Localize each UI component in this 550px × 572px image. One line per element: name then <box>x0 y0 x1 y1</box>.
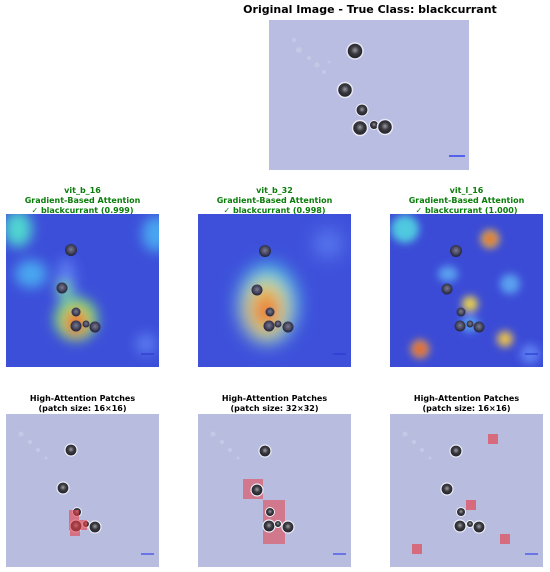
method-name: Gradient-Based Attention <box>216 196 333 205</box>
attention-title-vit-b-32: vit_b_32 Gradient-Based Attention ✓ blac… <box>197 186 352 216</box>
patches-heading: High-Attention Patches <box>221 394 328 403</box>
model-name: vit_l_16 <box>449 186 484 195</box>
method-name: Gradient-Based Attention <box>408 196 525 205</box>
model-name: vit_b_32 <box>256 186 293 195</box>
patches-image-vit-b-16 <box>6 414 159 567</box>
prediction-label: ✓ blackcurrant (1.000) <box>415 206 518 215</box>
patches-heading: High-Attention Patches <box>29 394 136 403</box>
attention-heatmap-vit-b-32 <box>198 214 351 367</box>
attention-heatmap-vit-b-16 <box>6 214 159 367</box>
model-name: vit_b_16 <box>64 186 101 195</box>
patches-title-1: High-Attention Patches (patch size: 16×1… <box>5 394 160 414</box>
patch-size-label: (patch size: 16×16) <box>38 404 127 413</box>
patch-size-label: (patch size: 32×32) <box>230 404 319 413</box>
patches-image-vit-l-16 <box>390 414 543 567</box>
prediction-label: ✓ blackcurrant (0.998) <box>223 206 326 215</box>
original-image <box>269 20 469 170</box>
original-image-title: Original Image - True Class: blackcurran… <box>243 3 497 16</box>
attention-title-vit-l-16: vit_l_16 Gradient-Based Attention ✓ blac… <box>389 186 544 216</box>
attention-title-vit-b-16: vit_b_16 Gradient-Based Attention ✓ blac… <box>5 186 160 216</box>
method-name: Gradient-Based Attention <box>24 196 141 205</box>
patches-image-vit-b-32 <box>198 414 351 567</box>
patches-title-2: High-Attention Patches (patch size: 32×3… <box>197 394 352 414</box>
patches-heading: High-Attention Patches <box>413 394 520 403</box>
patches-title-3: High-Attention Patches (patch size: 16×1… <box>389 394 544 414</box>
prediction-label: ✓ blackcurrant (0.999) <box>31 206 134 215</box>
attention-heatmap-vit-l-16 <box>390 214 543 367</box>
patch-size-label: (patch size: 16×16) <box>422 404 511 413</box>
